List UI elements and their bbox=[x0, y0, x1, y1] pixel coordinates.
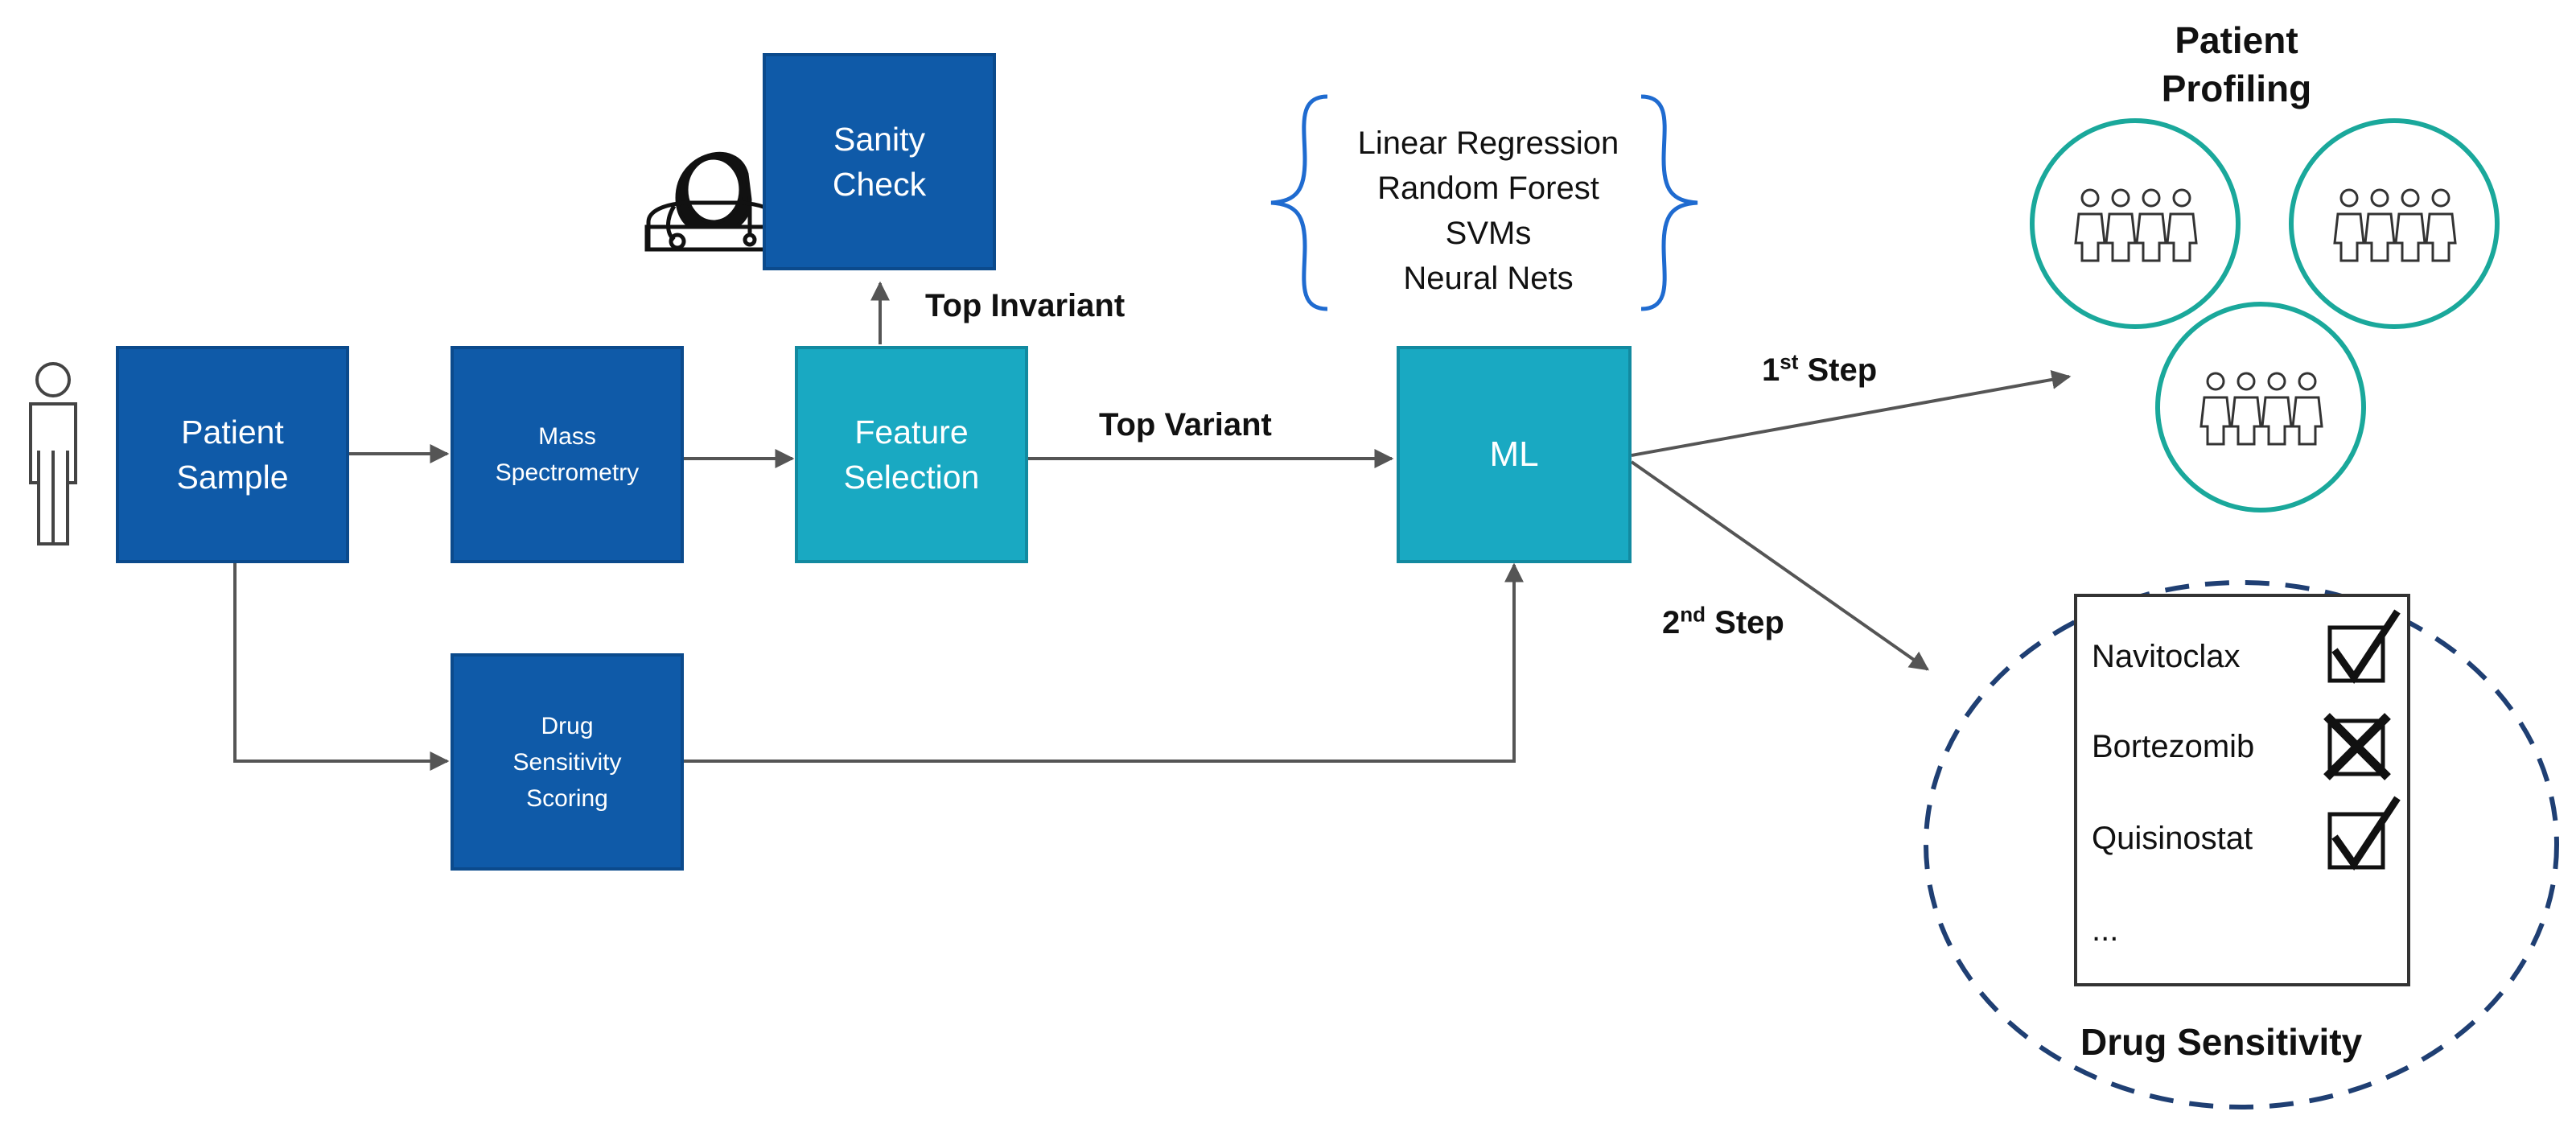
ml-label: ML bbox=[1489, 434, 1539, 474]
feature-selection-label: Feature Selection bbox=[843, 414, 980, 496]
checkbox-checked-icon bbox=[2327, 796, 2401, 871]
step-1-word: Step bbox=[1807, 352, 1878, 388]
ml-node: ML bbox=[1397, 346, 1632, 563]
arrow-drug-scoring-to-ml bbox=[684, 562, 1524, 763]
drug-sensitivity-title: Drug Sensitivity bbox=[2080, 1021, 2363, 1063]
arrow-ml-to-drug-sensitivity bbox=[1630, 460, 1929, 671]
drug-name: Bortezomib bbox=[2092, 729, 2255, 764]
patient-group-circle-2 bbox=[2289, 118, 2500, 329]
people-group-icon bbox=[2333, 188, 2457, 262]
sanity-check-label: Sanity Check bbox=[832, 121, 927, 203]
models-right-brace bbox=[1640, 94, 1698, 311]
patient-group-circle-3 bbox=[2155, 302, 2366, 513]
mass-spectrometry-label: Mass Spectrometry bbox=[495, 423, 640, 486]
feature-selection-node: Feature Selection bbox=[795, 346, 1028, 563]
sanity-check-node: Sanity Check bbox=[763, 53, 996, 270]
drug-list-card bbox=[2074, 594, 2410, 986]
drug-list-ellipsis: ... bbox=[2092, 912, 2119, 948]
drug-sensitivity-scoring-label: Drug Sensitivity Scoring bbox=[512, 712, 622, 812]
checkbox-checked-icon bbox=[2327, 609, 2401, 684]
step-2-number: 2 bbox=[1662, 605, 1681, 640]
arrow-sample-to-drug-scoring bbox=[233, 563, 450, 771]
model-item: Random Forest bbox=[1377, 171, 1599, 206]
step-2-suffix: nd bbox=[1680, 602, 1706, 627]
patient-profiling-title: Patient Profiling bbox=[2161, 19, 2312, 109]
patient-sample-label: Patient Sample bbox=[176, 414, 289, 496]
step-1-suffix: st bbox=[1780, 349, 1799, 374]
arrow-ml-to-patient-profiling bbox=[1631, 370, 2072, 457]
models-left-brace bbox=[1270, 94, 1328, 311]
drug-sensitivity-scoring-node: Drug Sensitivity Scoring bbox=[451, 653, 684, 871]
top-variant-label: Top Variant bbox=[1099, 407, 1272, 443]
model-list: Linear Regression Random Forest SVMs Neu… bbox=[1303, 121, 1673, 301]
drug-name: Navitoclax bbox=[2092, 639, 2241, 674]
person-icon bbox=[29, 362, 77, 545]
model-item: Neural Nets bbox=[1403, 261, 1574, 296]
patient-group-circle-1 bbox=[2030, 118, 2241, 329]
top-invariant-label: Top Invariant bbox=[925, 288, 1125, 323]
step-1-number: 1 bbox=[1762, 352, 1780, 388]
drug-name: Quisinostat bbox=[2092, 821, 2253, 856]
people-group-icon bbox=[2199, 372, 2323, 446]
patient-sample-node: Patient Sample bbox=[116, 346, 349, 563]
model-item: SVMs bbox=[1445, 216, 1532, 251]
doctor-icon bbox=[644, 151, 783, 253]
model-item: Linear Regression bbox=[1357, 126, 1619, 161]
checkbox-crossed-icon bbox=[2323, 713, 2391, 780]
people-group-icon bbox=[2074, 188, 2198, 262]
step-1-label: 1st Step bbox=[1762, 352, 1877, 389]
step-2-word: Step bbox=[1714, 605, 1784, 640]
mass-spectrometry-node: Mass Spectrometry bbox=[451, 346, 684, 563]
step-2-label: 2nd Step bbox=[1662, 602, 1784, 641]
drug-sensitivity-circle bbox=[1924, 580, 2559, 1109]
